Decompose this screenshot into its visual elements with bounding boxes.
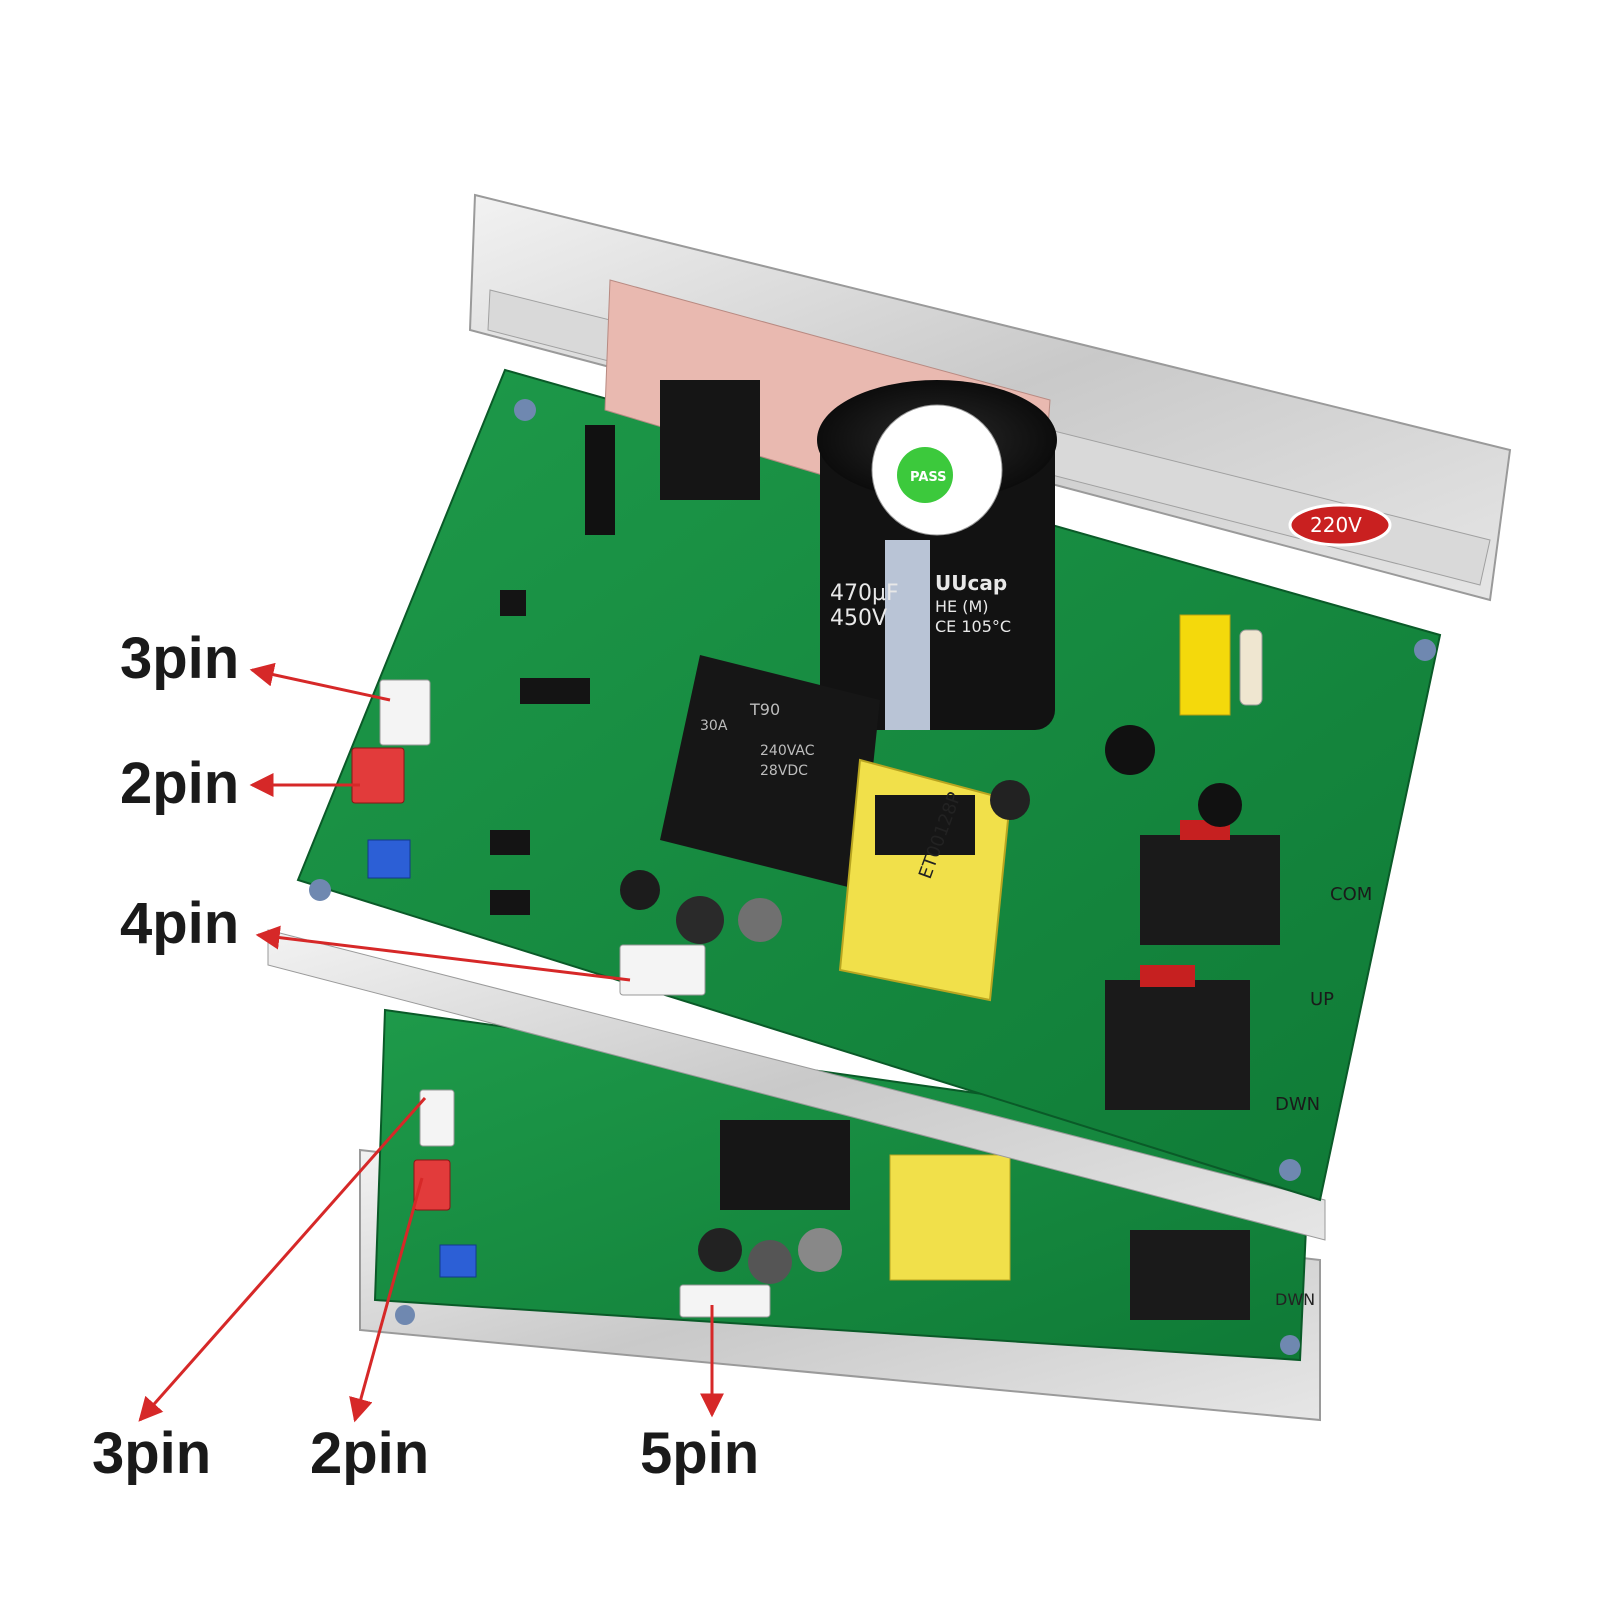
transformer: ET00128P	[838, 758, 1012, 1002]
main-relay: T90 30A 240VAC 28VDC	[660, 655, 880, 890]
lower-trimmer-pot	[439, 1244, 477, 1278]
arrow-bottom-3pin	[138, 1097, 427, 1422]
main-capacitor: PASS UUcap HE (M) CE 105°C 470µF 450V	[817, 380, 1057, 730]
upper-4pin-connector	[619, 944, 706, 996]
svg-text:UUcap: UUcap	[935, 571, 1007, 595]
lower-relay	[720, 1120, 850, 1210]
callout-arrows	[138, 662, 724, 1423]
upper-board: PASS UUcap HE (M) CE 105°C 470µF 450V 22…	[267, 193, 1512, 1241]
up-terminal-label: UP	[1310, 989, 1334, 1010]
upper-heatsink-base	[267, 929, 1326, 1241]
mosfet	[660, 380, 760, 500]
pass-sticker-icon	[897, 447, 953, 503]
svg-text:HE (M): HE (M)	[935, 597, 989, 616]
lower-2pin-connector	[413, 1159, 451, 1211]
svg-text:470µF: 470µF	[830, 581, 899, 606]
arrow-bottom-2pin	[349, 1177, 424, 1423]
svg-text:T90: T90	[749, 700, 780, 719]
label-bottom-3pin: 3pin	[92, 1421, 212, 1486]
com-terminal-label: COM	[1330, 884, 1372, 905]
svg-text:240VAC: 240VAC	[760, 743, 815, 759]
svg-text:30A: 30A	[700, 718, 728, 734]
lower-board: DWN	[359, 1008, 1321, 1422]
relay-com	[1140, 835, 1280, 945]
label-bottom-2pin: 2pin	[310, 1421, 430, 1486]
upper-trimmer-pot	[367, 839, 411, 879]
arrow-top-4pin	[255, 925, 631, 982]
svg-text:CE 105°C: CE 105°C	[935, 617, 1011, 636]
dwn-terminal-label: DWN	[1275, 1094, 1320, 1115]
upper-3pin-connector	[379, 679, 431, 746]
lower-transformer	[889, 1154, 1011, 1281]
label-top-2pin: 2pin	[120, 751, 240, 816]
label-bottom-5pin: 5pin	[640, 1421, 760, 1486]
svg-text:28VDC: 28VDC	[760, 763, 808, 779]
label-top-3pin: 3pin	[120, 626, 240, 691]
lower-5pin-connector	[679, 1284, 771, 1318]
arrow-top-3pin	[249, 662, 391, 702]
voltage-badge: 220V	[1310, 513, 1362, 537]
relay-dwn	[1105, 980, 1250, 1110]
svg-text:450V: 450V	[830, 606, 887, 631]
upper-2pin-connector	[351, 747, 405, 804]
lower-dwn-label: DWN	[1275, 1290, 1315, 1309]
svg-text:PASS: PASS	[910, 470, 947, 485]
lower-relay-right	[1130, 1230, 1250, 1320]
label-top-4pin: 4pin	[120, 891, 240, 956]
lower-3pin-connector	[419, 1089, 455, 1147]
